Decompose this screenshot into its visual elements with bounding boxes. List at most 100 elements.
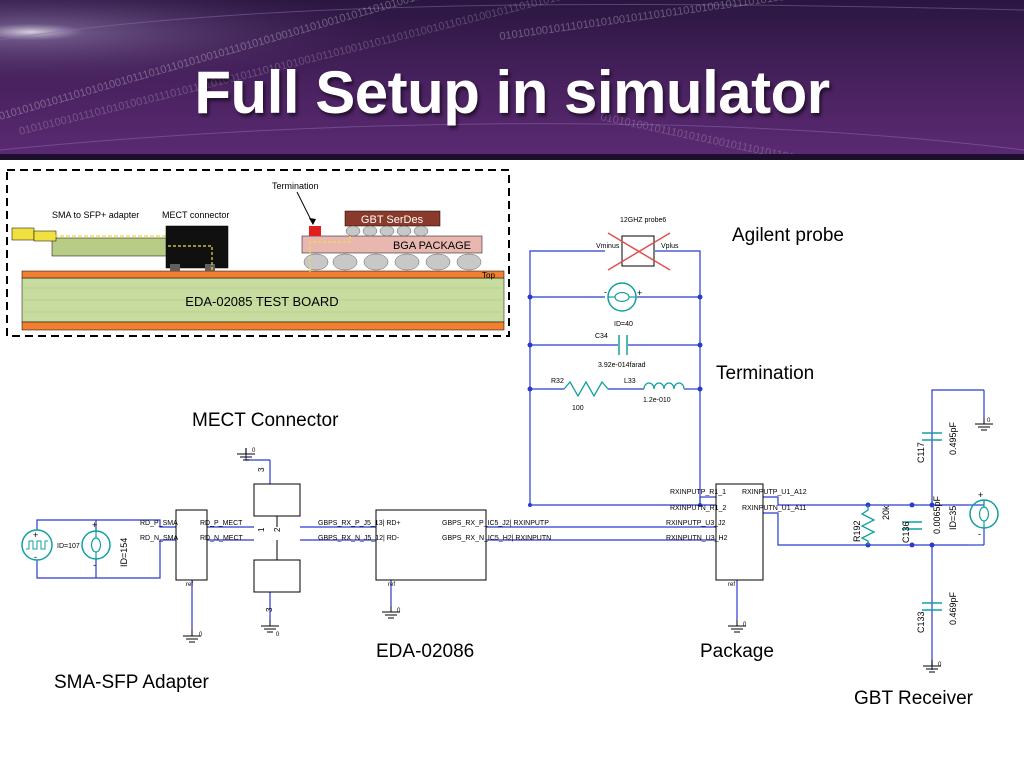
svg-text:GBPS_RX_P_IC5_J2| RXINPUTP: GBPS_RX_P_IC5_J2| RXINPUTP — [442, 520, 549, 527]
header-background: 0101010010111010101001011101011010100101… — [0, 0, 1024, 160]
svg-text:0: 0 — [252, 448, 256, 454]
svg-text:0: 0 — [199, 632, 203, 638]
source-id: ID=107 — [57, 543, 80, 550]
top-layer-label: Top — [482, 271, 495, 280]
svg-text:-: - — [604, 287, 607, 297]
ammeter-left: + - ID=154 — [81, 520, 129, 578]
probe-vminus: Vminus — [596, 243, 620, 250]
svg-text:ref: ref — [186, 582, 193, 588]
termination-resistor-icon — [309, 226, 321, 236]
sfp-adapter-body — [51, 237, 169, 257]
svg-text:RD_N_SMA: RD_N_SMA — [140, 535, 178, 542]
svg-text:0: 0 — [743, 622, 747, 628]
svg-text:-: - — [34, 552, 37, 562]
svg-text:GBPS_RX_P_J5_13| RD+: GBPS_RX_P_J5_13| RD+ — [318, 520, 401, 527]
svg-text:1: 1 — [257, 527, 266, 532]
svg-text:3: 3 — [265, 607, 274, 612]
board-illustration: EDA-02085 TEST BOARD Top SMA to SFP+ ada… — [6, 169, 510, 337]
svg-text:+: + — [33, 530, 38, 540]
svg-text:ref: ref — [728, 582, 735, 588]
eda-02086-label: EDA-02086 — [376, 641, 474, 662]
signal-wires — [36, 389, 985, 670]
svg-text:0: 0 — [276, 632, 280, 638]
svg-text:RXINPUTP_R1_1: RXINPUTP_R1_1 — [670, 489, 726, 496]
svg-text:R192: R192 — [852, 520, 862, 542]
mect-blocks: 3 1 2 3 — [253, 467, 301, 612]
receiver-ammeter: + - ID=35 — [948, 490, 999, 539]
svg-text:C133: C133 — [916, 611, 926, 633]
gbt-receiver-label: GBT Receiver — [854, 688, 974, 709]
mect-connector-label: MECT connector — [162, 210, 229, 220]
mect-connector-body — [165, 225, 229, 269]
svg-text:-: - — [978, 529, 981, 539]
receiver-c133: C133 0.469pF — [916, 591, 958, 633]
svg-text:GBPS_RX_N_IC5_H2| RXINPUTN: GBPS_RX_N_IC5_H2| RXINPUTN — [442, 535, 551, 542]
svg-text:RXINPUTN_U3_H2: RXINPUTN_U3_H2 — [666, 535, 728, 542]
slide-title: Full Setup in simulator — [194, 59, 830, 126]
svg-text:+: + — [637, 288, 642, 298]
gbt-serdes-label: GBT SerDes — [361, 214, 424, 226]
svg-text:GBPS_RX_N_J5_12| RD-: GBPS_RX_N_J5_12| RD- — [318, 535, 400, 542]
svg-text:C136: C136 — [901, 521, 911, 543]
termination-label: Termination — [716, 363, 814, 384]
capacitor-c34: C34 3.92e-014farad — [595, 333, 646, 369]
svg-text:RD_P_MECT: RD_P_MECT — [200, 520, 243, 527]
bga-package — [301, 235, 483, 254]
svg-text:C117: C117 — [916, 442, 926, 463]
svg-text:+: + — [92, 520, 97, 530]
svg-text:RXINPUTN_R1_2: RXINPUTN_R1_2 — [670, 505, 727, 512]
termination-label-small: Termination — [272, 181, 319, 191]
resistor-r32: R32 100 — [551, 378, 644, 412]
svg-text:RD_P_SMA: RD_P_SMA — [140, 520, 178, 527]
receiver-c117: C117 0.495pF — [916, 421, 958, 463]
svg-text:R32: R32 — [551, 378, 564, 385]
ammeter-left-id: ID=154 — [119, 538, 129, 567]
svg-text:20k: 20k — [881, 505, 891, 520]
mect-connector-annotation: MECT Connector — [192, 410, 339, 431]
agilent-probe-label: Agilent probe — [732, 225, 844, 246]
svg-text:2: 2 — [273, 527, 282, 532]
board-bottom-layer — [21, 321, 505, 331]
test-board-label: EDA-02085 TEST BOARD — [185, 294, 338, 309]
svg-text:0.469pF: 0.469pF — [948, 591, 958, 625]
svg-text:RXINPUTP_U3_J2: RXINPUTP_U3_J2 — [666, 520, 726, 527]
probe-block: 12GHZ probe6 Vminus Vplus — [596, 217, 679, 271]
probe-network — [529, 250, 701, 505]
sma-sfp-adapter-label: SMA-SFP Adapter — [54, 672, 210, 693]
svg-text:0: 0 — [987, 418, 991, 424]
eda-block: GBPS_RX_P_J5_13| RD+ GBPS_RX_N_J5_12| RD… — [318, 509, 551, 588]
ground-symbols: 0 0 0 0 0 0 0 — [182, 417, 994, 673]
svg-text:3: 3 — [257, 467, 266, 472]
package-label: Package — [700, 641, 774, 662]
probe-name: 12GHZ probe6 — [620, 217, 666, 224]
package-block: RXINPUTP_R1_1 RXINPUTN_R1_2 RXINPUTP_U3_… — [666, 483, 807, 588]
board-top-layer — [21, 270, 505, 279]
svg-text:0.495pF: 0.495pF — [948, 421, 958, 455]
svg-text:+: + — [978, 490, 983, 500]
bga-package-label: BGA PACKAGE — [393, 240, 471, 252]
adapter-block: RD_P_SMA RD_N_SMA RD_P_MECT RD_N_MECT re… — [140, 509, 244, 588]
svg-text:C34: C34 — [595, 333, 608, 340]
sma-connector — [11, 227, 35, 241]
receiver-r192: R192 20k — [852, 505, 891, 545]
svg-text:0: 0 — [938, 662, 942, 668]
svg-text:-: - — [93, 560, 96, 570]
ammeter-top-id: ID=40 — [614, 321, 633, 328]
pulse-source: + - ID=107 — [21, 529, 80, 562]
svg-text:0: 0 — [397, 608, 401, 614]
svg-text:3.92e-014farad: 3.92e-014farad — [598, 362, 646, 369]
inductor-l33: L33 1.2e-010 — [624, 378, 685, 404]
svg-text:ID=35: ID=35 — [948, 506, 958, 530]
svg-text:RXINPUTN_U1_A11: RXINPUTN_U1_A11 — [742, 505, 807, 512]
svg-text:1.2e-010: 1.2e-010 — [643, 397, 671, 404]
ammeter-top: - + ID=40 — [604, 282, 642, 328]
svg-text:0.0065pF: 0.0065pF — [932, 495, 942, 534]
svg-text:ref: ref — [388, 582, 395, 588]
svg-text:RXINPUTP_U1_A12: RXINPUTP_U1_A12 — [742, 489, 807, 496]
svg-text:L33: L33 — [624, 378, 636, 385]
probe-vplus: Vplus — [661, 243, 679, 250]
receiver-c136: C136 0.0065pF — [901, 495, 942, 543]
svg-text:RD_N_MECT: RD_N_MECT — [200, 535, 244, 542]
slide-header: 0101010010111010101001011101011010100101… — [0, 0, 1024, 160]
